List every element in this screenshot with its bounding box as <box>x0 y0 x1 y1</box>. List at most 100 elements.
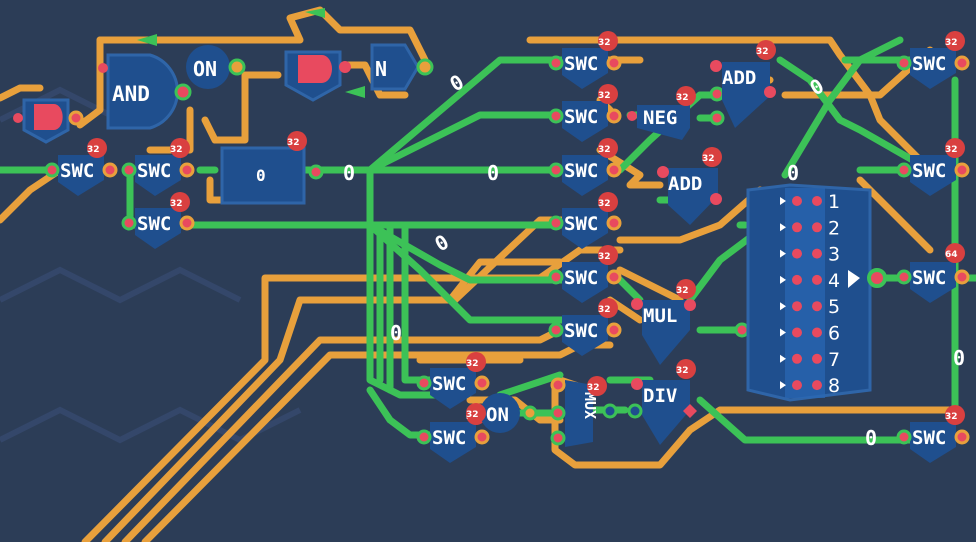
not-gate-label: N <box>375 57 387 81</box>
mul-op[interactable]: MUL 32 <box>631 279 750 365</box>
div-op[interactable]: DIV 32 <box>602 359 697 445</box>
switch-label: SWC <box>912 427 946 449</box>
mux-badge: 32 <box>587 383 600 393</box>
and-gate-label: AND <box>112 82 150 106</box>
on-gate-bottom[interactable]: ON 32 <box>466 393 538 433</box>
add-op-mid-badge: 32 <box>702 154 715 164</box>
demux-output-label: 8 <box>828 375 840 397</box>
switch-label: SWC <box>564 213 598 235</box>
neg-op[interactable]: NEG 32 <box>627 86 725 140</box>
not-gate[interactable]: N <box>370 43 434 91</box>
switch-15[interactable]: SWC 32 <box>896 405 970 463</box>
demux-output-label: 6 <box>828 323 840 345</box>
switch-2[interactable]: SWC 32 <box>121 138 195 196</box>
on-gate-bottom-badge: 32 <box>466 410 479 420</box>
not-gate-shield[interactable] <box>284 50 351 102</box>
mul-op-badge: 32 <box>676 286 689 296</box>
switch-badge: 32 <box>598 38 611 48</box>
switch-badge: 32 <box>598 145 611 155</box>
on-gate-bottom-label: ON <box>486 404 509 426</box>
demux-output-3[interactable]: 3 <box>780 244 840 266</box>
demux-output-5[interactable]: 5 <box>780 296 840 318</box>
div-op-badge: 32 <box>676 366 689 376</box>
demux-output-arrow <box>848 270 860 288</box>
switch-label: SWC <box>564 106 598 128</box>
demux-output-6[interactable]: 6 <box>780 323 840 345</box>
switch-badge: 32 <box>87 145 100 155</box>
add-op-top[interactable]: ADD 32 <box>710 40 776 128</box>
constant-block[interactable]: 0 32 <box>220 131 324 205</box>
demux-output-label: 4 <box>828 270 840 292</box>
wire-value-label: 0 <box>787 161 799 185</box>
wire-value-label: 0 <box>343 161 355 185</box>
switch-badge: 64 <box>945 250 958 260</box>
mux-label: MUX <box>581 392 599 419</box>
switch-badge: 32 <box>598 252 611 262</box>
neg-op-badge: 32 <box>676 93 689 103</box>
on-gate-top-label: ON <box>193 57 217 81</box>
switch-label: SWC <box>912 53 946 75</box>
wire-value-label: 0 <box>431 230 453 257</box>
add-op-top-label: ADD <box>722 67 756 89</box>
switch-label: SWC <box>432 373 466 395</box>
demux-output-label: 3 <box>828 244 840 266</box>
wire-direction-markers <box>137 8 365 98</box>
constant-value: 0 <box>256 166 266 185</box>
mux[interactable]: MUX 32 <box>550 376 607 447</box>
on-gate-top[interactable]: ON <box>186 45 246 89</box>
switch-label: SWC <box>60 160 94 182</box>
and-gate[interactable]: AND <box>98 53 192 130</box>
add-op-top-badge: 32 <box>756 47 769 57</box>
div-op-label: DIV <box>643 385 677 407</box>
demux-output-label: 1 <box>828 191 840 213</box>
switch-badge: 32 <box>170 199 183 209</box>
wire-value-label: 0 <box>390 321 402 345</box>
switch-badge: 32 <box>598 199 611 209</box>
demux-output-label: 2 <box>828 217 840 239</box>
wire-value-label: 0 <box>953 346 965 370</box>
switch-badge: 32 <box>598 305 611 315</box>
switch-13[interactable]: SWC 32 <box>896 138 970 196</box>
demux-output-label: 5 <box>828 296 840 318</box>
add-op-mid-label: ADD <box>668 173 702 195</box>
add-op-mid[interactable]: ADD 32 <box>657 147 722 225</box>
switch-label: SWC <box>912 160 946 182</box>
switch-label: SWC <box>564 53 598 75</box>
switch-label: SWC <box>564 320 598 342</box>
switch-label: SWC <box>432 427 466 449</box>
left-shield-gate[interactable] <box>13 98 84 144</box>
switch-3[interactable]: SWC 32 <box>121 192 195 249</box>
switch-label: SWC <box>137 213 171 235</box>
demux-output-1[interactable]: 1 <box>780 191 840 213</box>
wire-value-label: 0 <box>487 161 499 185</box>
switch-badge: 32 <box>598 91 611 101</box>
demux-block[interactable]: 1 2 3 4 5 6 7 8 <box>746 183 887 402</box>
switch-badge: 32 <box>945 412 958 422</box>
demux-output-8[interactable]: 8 <box>780 375 840 397</box>
switch-badge: 32 <box>466 359 479 369</box>
switch-label: SWC <box>137 160 171 182</box>
mul-op-label: MUL <box>643 305 677 327</box>
demux-output-7[interactable]: 7 <box>780 349 840 371</box>
switch-label: SWC <box>912 267 946 289</box>
switch-badge: 32 <box>945 145 958 155</box>
switch-label: SWC <box>564 267 598 289</box>
switch-14[interactable]: SWC 64 <box>896 243 970 303</box>
demux-output-2[interactable]: 2 <box>780 217 840 239</box>
constant-badge: 32 <box>287 138 300 148</box>
demux-output-4[interactable]: 4 <box>780 270 840 292</box>
switch-badge: 32 <box>170 145 183 155</box>
demux-output-label: 7 <box>828 349 840 371</box>
neg-op-label: NEG <box>643 107 677 129</box>
switch-1[interactable]: SWC 32 <box>44 138 118 196</box>
switch-label: SWC <box>564 160 598 182</box>
